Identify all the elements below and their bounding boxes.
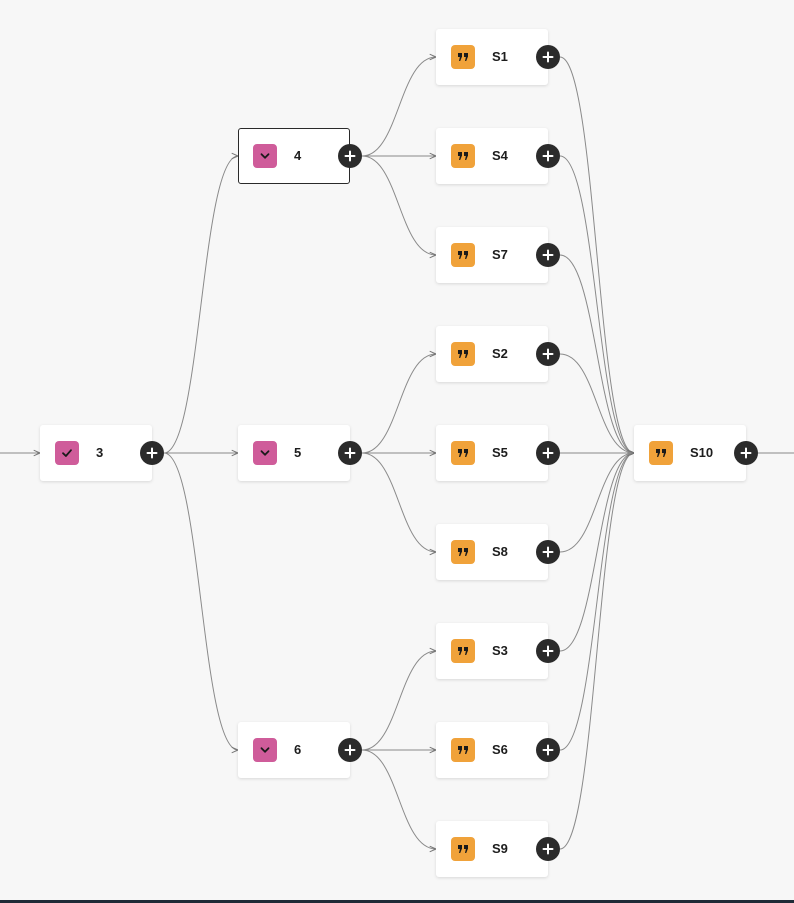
edge-s3-s10	[559, 453, 634, 652]
node-s5[interactable]: S5	[436, 425, 548, 481]
chevron-down-icon	[253, 144, 277, 168]
edge-s4-s10	[559, 155, 634, 453]
add-node-button[interactable]	[536, 837, 560, 861]
add-node-button[interactable]	[536, 540, 560, 564]
add-node-button[interactable]	[734, 441, 758, 465]
quote-icon	[451, 144, 475, 168]
node-label: S3	[492, 643, 508, 658]
plus-icon	[542, 249, 554, 261]
plus-icon	[542, 744, 554, 756]
add-node-button[interactable]	[536, 342, 560, 366]
edge-s8-s10	[559, 453, 634, 553]
node-6[interactable]: 6	[238, 722, 350, 778]
node-label: 6	[294, 742, 302, 757]
node-label: S1	[492, 49, 508, 64]
edge-5-s8	[361, 452, 436, 552]
plus-icon	[542, 843, 554, 855]
quote-icon	[451, 342, 475, 366]
edge-5-s2	[361, 354, 436, 454]
add-node-button[interactable]	[536, 639, 560, 663]
chevron-down-icon	[253, 738, 277, 762]
add-node-button[interactable]	[536, 243, 560, 267]
node-label: 5	[294, 445, 302, 460]
node-label: S8	[492, 544, 508, 559]
edge-s1-s10	[559, 56, 634, 453]
quote-icon	[649, 441, 673, 465]
add-node-button[interactable]	[338, 144, 362, 168]
edge-3-6	[163, 452, 238, 750]
edge-s9-s10	[559, 453, 634, 850]
node-s3[interactable]: S3	[436, 623, 548, 679]
add-node-button[interactable]	[338, 441, 362, 465]
node-5[interactable]: 5	[238, 425, 350, 481]
node-s10[interactable]: S10	[634, 425, 746, 481]
plus-icon	[542, 447, 554, 459]
node-s2[interactable]: S2	[436, 326, 548, 382]
plus-icon	[146, 447, 158, 459]
node-s6[interactable]: S6	[436, 722, 548, 778]
add-node-button[interactable]	[338, 738, 362, 762]
edge-6-s9	[361, 749, 436, 849]
plus-icon	[542, 348, 554, 360]
edge-s7-s10	[559, 254, 634, 453]
edge-s6-s10	[559, 453, 634, 751]
node-4[interactable]: 4	[238, 128, 350, 184]
plus-icon	[542, 546, 554, 558]
plus-icon	[542, 51, 554, 63]
quote-icon	[451, 837, 475, 861]
plus-icon	[344, 447, 356, 459]
plus-icon	[344, 150, 356, 162]
plus-icon	[740, 447, 752, 459]
add-node-button[interactable]	[536, 441, 560, 465]
node-label: S2	[492, 346, 508, 361]
quote-icon	[451, 45, 475, 69]
node-s8[interactable]: S8	[436, 524, 548, 580]
quote-icon	[451, 243, 475, 267]
node-label: S5	[492, 445, 508, 460]
node-label: S4	[492, 148, 508, 163]
node-3[interactable]: 3	[40, 425, 152, 481]
quote-icon	[451, 639, 475, 663]
chevron-down-icon	[253, 441, 277, 465]
node-label: 4	[294, 148, 302, 163]
add-node-button[interactable]	[140, 441, 164, 465]
node-label: S6	[492, 742, 508, 757]
node-s7[interactable]: S7	[436, 227, 548, 283]
quote-icon	[451, 441, 475, 465]
node-label: S9	[492, 841, 508, 856]
edge-3-4	[163, 156, 238, 454]
plus-icon	[542, 645, 554, 657]
edge-4-s1	[361, 57, 436, 157]
node-s4[interactable]: S4	[436, 128, 548, 184]
plus-icon	[542, 150, 554, 162]
edge-s2-s10	[559, 353, 634, 453]
add-node-button[interactable]	[536, 45, 560, 69]
quote-icon	[451, 738, 475, 762]
node-label: S10	[690, 445, 714, 460]
quote-icon	[451, 540, 475, 564]
node-label: 3	[96, 445, 104, 460]
node-s1[interactable]: S1	[436, 29, 548, 85]
plus-icon	[344, 744, 356, 756]
node-label: S7	[492, 247, 508, 262]
edge-4-s7	[361, 155, 436, 255]
checkmark-icon	[55, 441, 79, 465]
add-node-button[interactable]	[536, 738, 560, 762]
add-node-button[interactable]	[536, 144, 560, 168]
bottom-divider	[0, 900, 794, 903]
node-s9[interactable]: S9	[436, 821, 548, 877]
edge-6-s3	[361, 651, 436, 751]
